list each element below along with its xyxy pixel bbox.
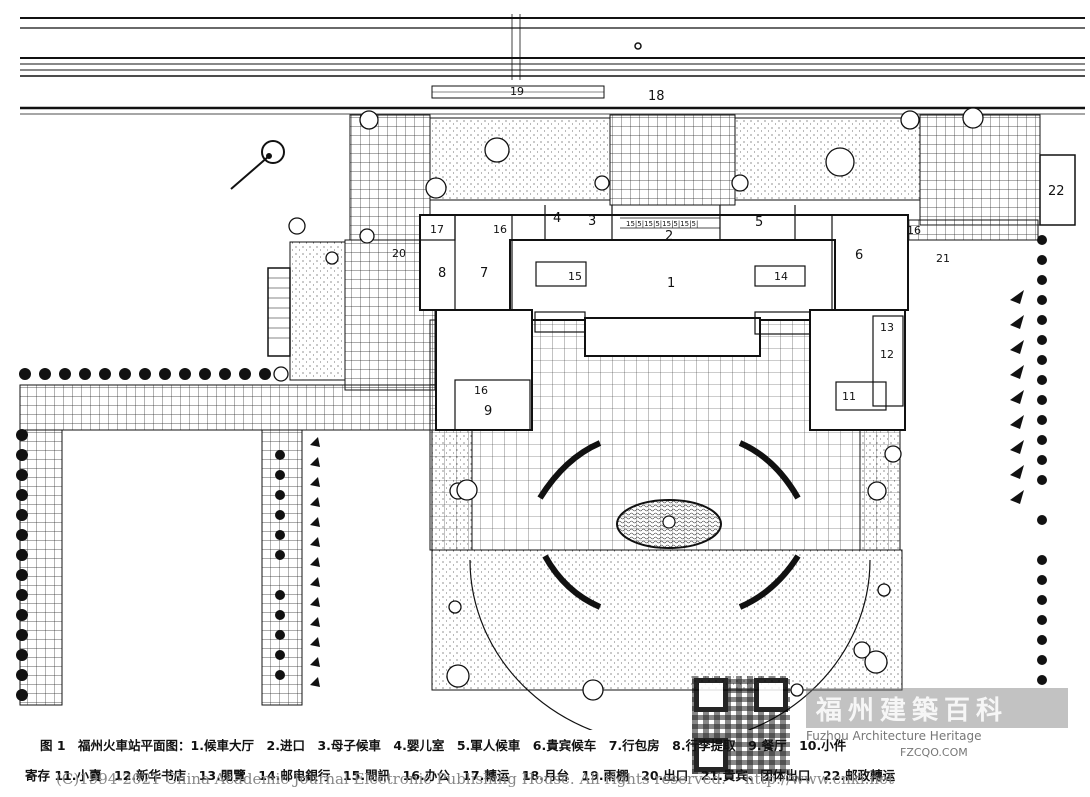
label-11: 11 — [842, 390, 856, 403]
label-16a: 16 — [493, 223, 507, 236]
label-14a: 14 — [774, 270, 788, 283]
label-19: 19 — [510, 85, 524, 98]
label-20: 20 — [392, 247, 406, 260]
label-2: 2 — [665, 229, 673, 244]
label-4: 4 — [553, 211, 561, 226]
watermark-chinese: 福州建築百科 — [816, 696, 1009, 726]
fountain — [616, 499, 722, 549]
plaza-circle — [469, 440, 871, 730]
copyright-url: http://www.cnki.net — [744, 770, 894, 788]
label-9: 9 — [484, 404, 492, 419]
room-labels: 1 2 3 4 5 6 7 8 9 11 12 13 14 14 15 16 1… — [392, 184, 1065, 419]
watermark-english: Fuzhou Architecture Heritage — [806, 729, 982, 743]
entrance-doors — [620, 217, 720, 229]
label-7: 7 — [480, 266, 488, 281]
railway-tracks — [20, 14, 1085, 115]
qr-code-icon — [692, 676, 790, 774]
hedge-row-right — [1010, 235, 1047, 685]
hedge-row-triangles — [310, 437, 320, 687]
north-arrow-icon — [230, 140, 285, 190]
label-17: 17 — [430, 223, 444, 236]
label-5: 5 — [755, 215, 763, 230]
label-21: 21 — [936, 252, 950, 265]
label-6: 6 — [855, 248, 863, 263]
figure-caption: 图 1 福州火車站平面图：1.候車大厅 2.进口 3.母子候車 4.婴儿室 5.… — [25, 731, 1080, 791]
label-1: 1 — [667, 276, 675, 291]
hedge-row-top — [19, 368, 271, 380]
entrance-strip-label: 15|5|15|5|15|5|15|5| — [626, 220, 698, 228]
label-22: 22 — [1048, 184, 1065, 199]
stair-block — [267, 267, 291, 357]
trees — [273, 107, 984, 701]
watermark-banner: 福州建築百科 — [806, 688, 1068, 728]
label-16c: 16 — [474, 384, 488, 397]
hedge-row-middle — [275, 450, 285, 680]
label-13: 13 — [880, 321, 894, 334]
hedge-row-left — [16, 429, 28, 701]
watermark-site: FZCQO.COM — [900, 746, 968, 759]
copyright-text: (C)1994-2021 China Academic Journal Elec… — [56, 770, 726, 788]
label-12: 12 — [880, 348, 894, 361]
label-16b: 16 — [907, 224, 921, 237]
label-8: 8 — [438, 266, 446, 281]
label-18: 18 — [648, 89, 665, 104]
label-15: 15 — [568, 270, 582, 283]
station-building — [419, 214, 909, 431]
caption-line-1: 图 1 福州火車站平面图：1.候車大厅 2.进口 3.母子候車 4.婴儿室 5.… — [40, 738, 847, 753]
copyright-footer: (C)1994-2021 China Academic Journal Elec… — [56, 770, 894, 788]
station-floor-plan: 19 18 — [16, 14, 1085, 730]
caption-line-2: 寄存 11.小賣 12.新华书店 13.閱覽 14.邮电銀行 15.問訊 16.… — [25, 768, 896, 783]
label-3: 3 — [588, 214, 596, 229]
